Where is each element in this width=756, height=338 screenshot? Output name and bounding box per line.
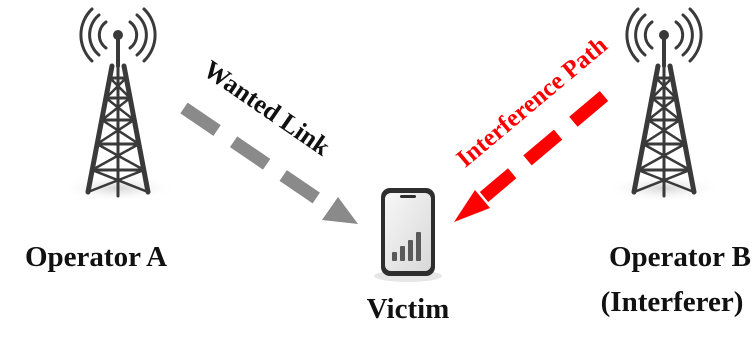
signal-bars-icon: [392, 232, 421, 261]
smartphone-icon: [381, 188, 435, 276]
operator-b-tower: [606, 7, 722, 202]
radio-waves-icon: [625, 7, 703, 63]
operator-a-label: Operator A: [25, 241, 167, 273]
cell-tower-icon: [625, 7, 703, 198]
wanted-link-line: [180, 102, 332, 212]
operator-b-label: Operator B: [609, 241, 751, 273]
radio-waves-icon: [79, 7, 157, 63]
operator-b-sublabel: (Interferer): [601, 286, 744, 318]
interference-arrowhead: [454, 190, 490, 222]
cell-tower-icon: [79, 7, 157, 198]
interference-line: [479, 91, 609, 202]
victim-phone: [374, 188, 442, 282]
interference-arrow: [454, 91, 609, 222]
operator-a-tower: [60, 7, 176, 202]
victim-label: Victim: [367, 293, 450, 325]
wanted-link-label: Wanted Link: [198, 55, 336, 162]
wanted-link-arrow: [180, 102, 358, 224]
wanted-link-arrowhead: [322, 197, 358, 224]
